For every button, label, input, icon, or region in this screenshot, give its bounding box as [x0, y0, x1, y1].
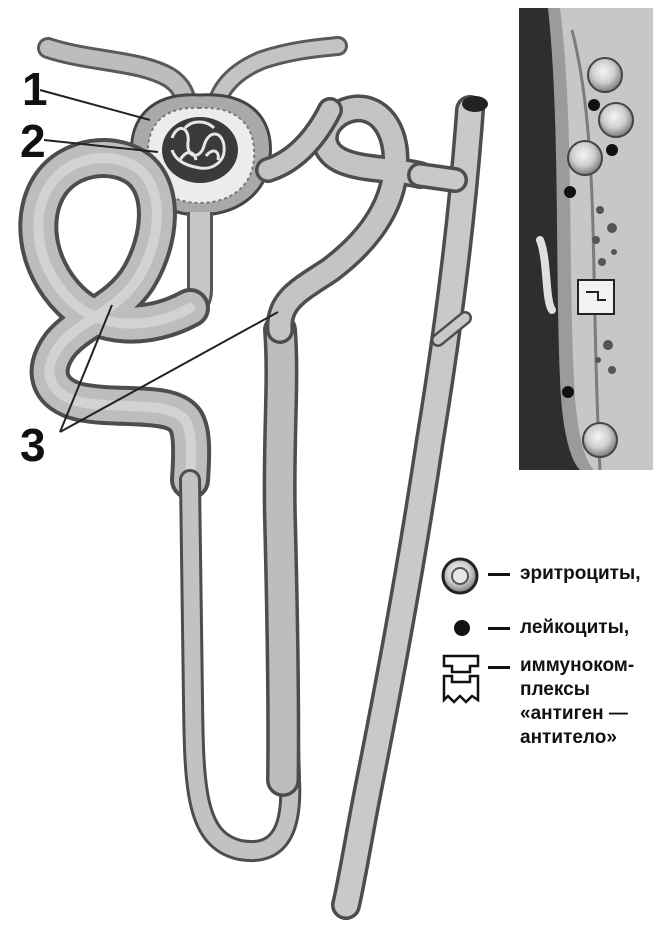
- erythrocyte-icon: [440, 556, 480, 596]
- legend-dash: [488, 627, 510, 630]
- legend-item-erythrocytes: эритроциты,: [438, 552, 653, 596]
- callout-label-1: 1: [22, 66, 48, 112]
- loop-of-henle: [190, 330, 290, 851]
- glomerulus: [162, 117, 238, 183]
- legend-label-complexes-4: антитело»: [520, 726, 617, 750]
- inset-leukocyte: [606, 144, 618, 156]
- legend-label-complexes-2: плексы: [520, 678, 590, 702]
- callout-label-3: 3: [20, 422, 46, 468]
- inset-erythrocyte: [583, 423, 617, 457]
- inset-leukocyte: [562, 386, 574, 398]
- legend-label-erythrocytes: эритроциты,: [520, 562, 640, 586]
- legend-item-leukocytes: лейкоциты,: [438, 612, 653, 642]
- distal-tubule: [268, 108, 420, 330]
- immune-complex-icon: [440, 652, 482, 708]
- leukocyte-icon: [452, 618, 472, 638]
- inset-immune-complex: [578, 280, 614, 314]
- inset-erythrocyte: [568, 141, 602, 175]
- legend-label-complexes-3: «антиген —: [520, 702, 628, 726]
- inset-erythrocyte: [599, 103, 633, 137]
- legend-dash: [488, 666, 510, 669]
- capillary-inset: [519, 8, 653, 470]
- legend-item-immune-complexes: иммуноком- плексы «антиген — антитело»: [438, 652, 653, 762]
- callout-label-2: 2: [20, 118, 46, 164]
- inset-erythrocyte: [588, 58, 622, 92]
- legend-label-leukocytes: лейкоциты,: [520, 616, 629, 640]
- inset-leukocyte: [588, 99, 600, 111]
- inset-leukocyte: [564, 186, 576, 198]
- legend-dash: [488, 573, 510, 576]
- legend-label-complexes-1: иммуноком-: [520, 654, 634, 678]
